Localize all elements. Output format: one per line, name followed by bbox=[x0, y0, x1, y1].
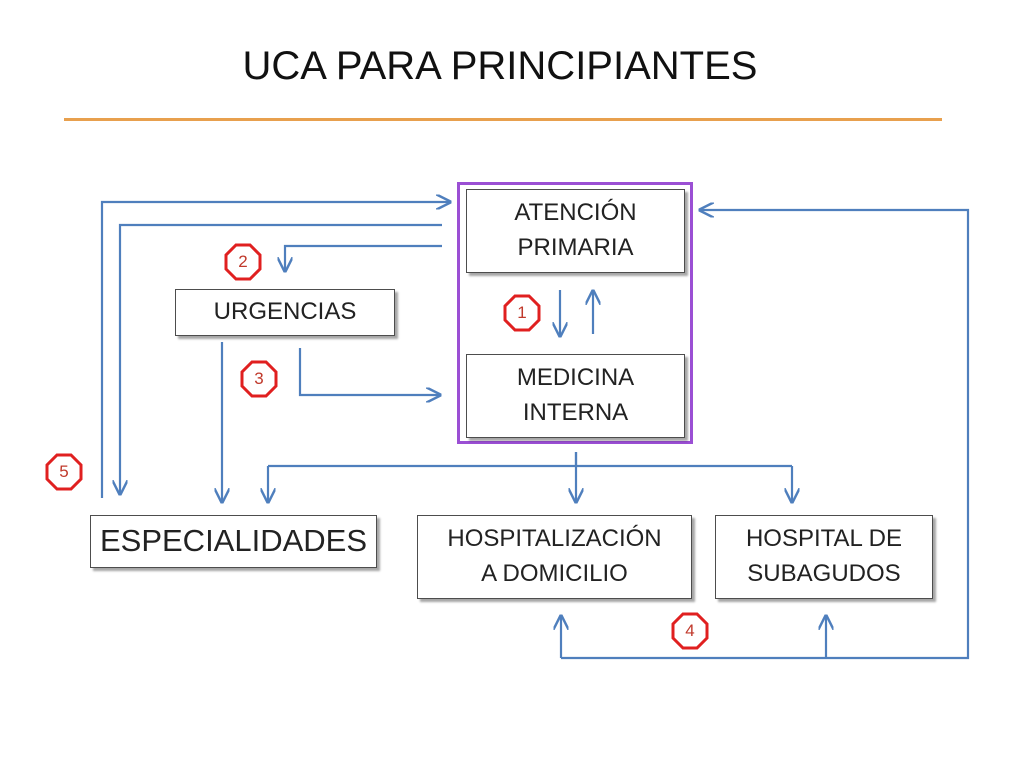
line-bottom-loop bbox=[561, 210, 970, 660]
node-urgencias: URGENCIAS bbox=[175, 289, 395, 336]
title-underline bbox=[64, 118, 942, 121]
arrow-urgencias-to-medicina bbox=[298, 348, 440, 395]
arrow-primaria-to-urgencias bbox=[285, 244, 442, 271]
node-medicina-interna: MEDICINA INTERNA bbox=[466, 354, 685, 438]
page-title: UCA PARA PRINCIPIANTES bbox=[242, 44, 758, 88]
badge-3-label: 3 bbox=[254, 369, 264, 388]
badge-2-octagon: 2 bbox=[224, 243, 262, 281]
badge-5-octagon: 5 bbox=[45, 453, 83, 491]
node-hospital-subagudos: HOSPITAL DE SUBAGUDOS bbox=[715, 515, 933, 599]
arrow-primaria-to-especialidades bbox=[120, 223, 442, 494]
primaria-medicina-group-frame bbox=[457, 182, 693, 444]
node-hospitalizacion-domicilio: HOSPITALIZACIÓN A DOMICILIO bbox=[417, 515, 692, 599]
badge-2-label: 2 bbox=[238, 252, 248, 271]
arrow-especialidades-to-primaria bbox=[100, 202, 450, 498]
badge-3-octagon: 3 bbox=[240, 360, 278, 398]
badge-4-label: 4 bbox=[685, 621, 695, 640]
badge-4-octagon: 4 bbox=[671, 612, 709, 650]
badge-1-label: 1 bbox=[517, 303, 527, 322]
badge-1-octagon: 1 bbox=[503, 294, 541, 332]
node-especialidades: ESPECIALIDADES bbox=[90, 515, 377, 568]
badge-5-label: 5 bbox=[59, 462, 69, 481]
node-atencion-primaria: ATENCIÓN PRIMARIA bbox=[466, 189, 685, 273]
